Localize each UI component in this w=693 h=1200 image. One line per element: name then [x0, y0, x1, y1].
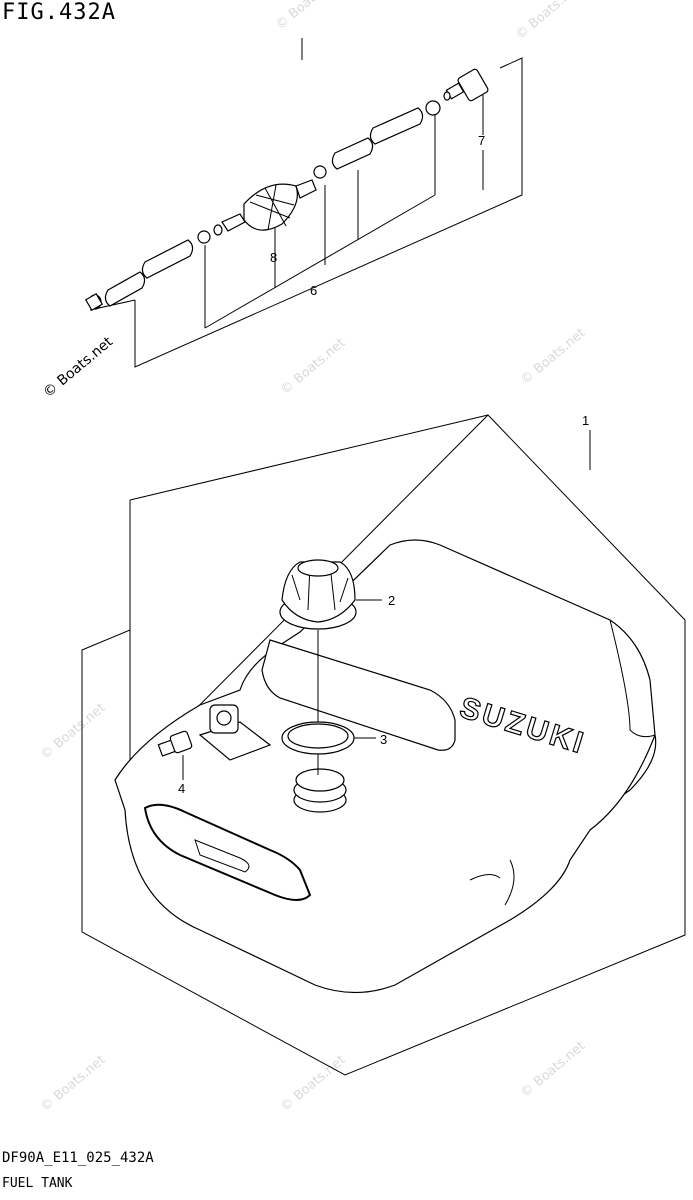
watermark-5: © Boats.net: [518, 326, 588, 388]
hose-connector-left: [84, 292, 104, 312]
callout-3: 3: [380, 732, 387, 747]
callout-6: 6: [310, 283, 317, 298]
watermark-10: © Boats.net: [518, 1039, 588, 1101]
watermark-9: © Boats.net: [278, 1053, 348, 1115]
fuel-tank: SUZUKI: [114, 539, 657, 994]
figure-title: FIG.432A: [2, 0, 116, 25]
callout-8: 8: [270, 250, 277, 265]
filler-neck: [293, 768, 347, 813]
fuel-line-bracket: [134, 57, 523, 368]
watermark-6: © Boats.net: [38, 701, 108, 763]
callout-7: 7: [478, 133, 485, 148]
diagram-code: DF90A_E11_025_432A: [2, 1150, 154, 1166]
fuel-cap: [279, 559, 357, 630]
diagram-name: FUEL TANK: [2, 1176, 73, 1191]
cap-gasket: [281, 721, 355, 755]
outboard-connector: [443, 68, 489, 102]
callout-1: 1: [582, 413, 589, 428]
watermark-8: © Boats.net: [38, 1053, 108, 1115]
fuel-hose-segments: [104, 107, 424, 307]
hose-clamps: [197, 100, 441, 244]
primer-bulb: [213, 179, 317, 236]
watermark-3: © Boats.net: [40, 334, 116, 401]
watermark-4: © Boats.net: [278, 336, 348, 398]
vent-bracket: [198, 704, 272, 761]
callout-4: 4: [178, 781, 185, 796]
watermark-1: © Boats.net: [273, 0, 343, 33]
watermark-2: © Boats.net: [513, 0, 583, 43]
callout-2: 2: [388, 593, 395, 608]
fuel-line-assembly: [84, 38, 523, 368]
tank-fitting: [157, 730, 193, 757]
